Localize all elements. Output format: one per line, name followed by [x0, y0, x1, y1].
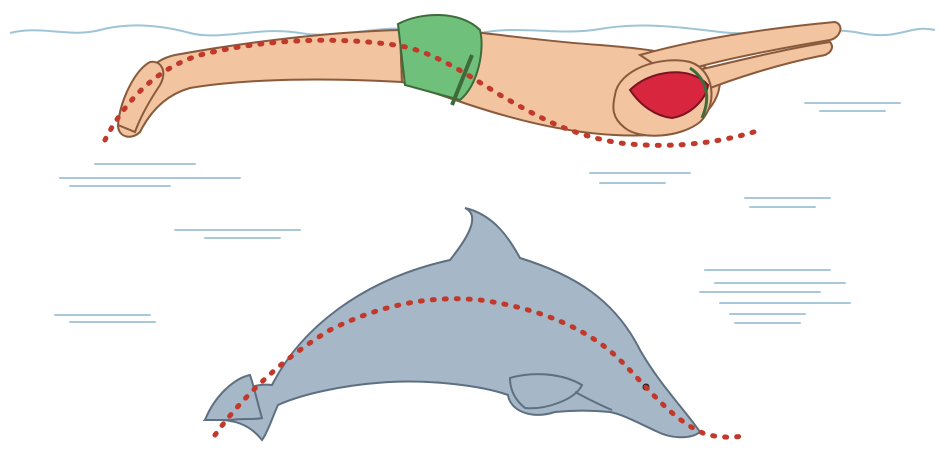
dolphin-illustration: [205, 208, 700, 440]
